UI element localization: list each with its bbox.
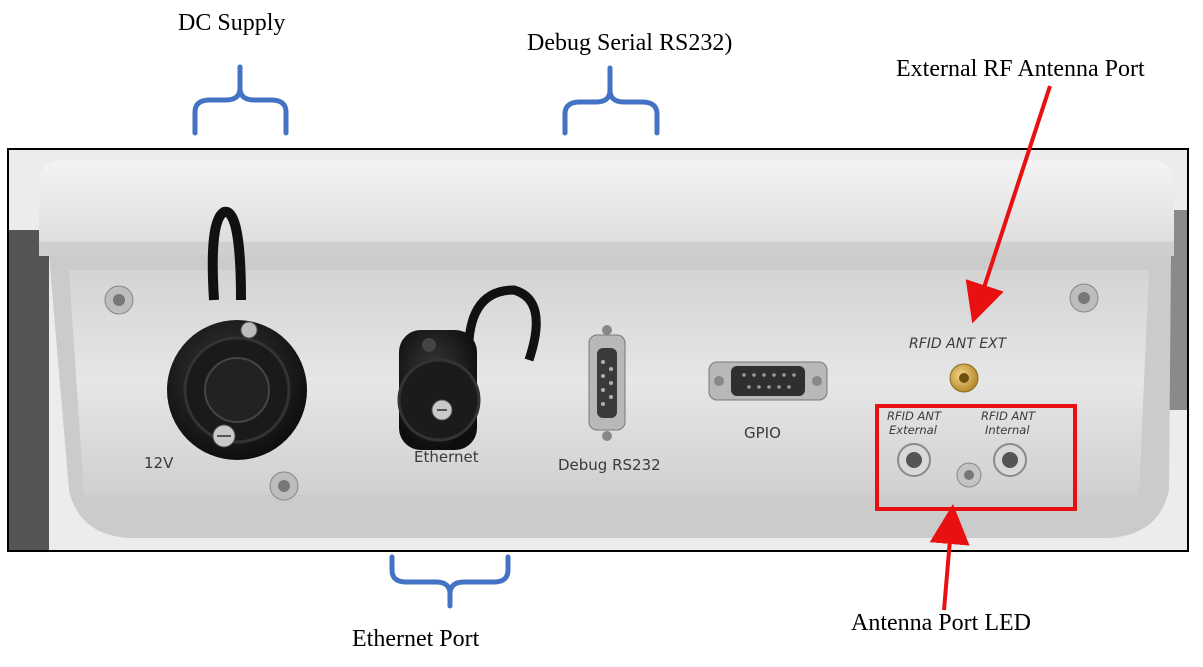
- gpio-connector: [708, 361, 828, 401]
- antenna-led-external: [897, 443, 931, 477]
- ethernet-port-label: Ethernet Port: [352, 626, 480, 652]
- label-ethernet: Ethernet: [414, 448, 479, 466]
- dc-supply-label: DC Supply: [178, 10, 286, 36]
- label-ant-internal-line2: Internal: [985, 423, 1030, 437]
- label-debug-rs232: Debug RS232: [558, 456, 661, 474]
- screw-icon: [104, 283, 1099, 501]
- label-ant-internal-line1: RFID ANT: [981, 409, 1036, 423]
- label-ant-external-line1: RFID ANT: [887, 409, 942, 423]
- debug-serial-label: Debug Serial RS232): [527, 30, 733, 56]
- label-rfid-ant-ext: RFID ANT EXT: [909, 336, 1008, 352]
- db9-serial-connector: [588, 325, 626, 441]
- label-ant-external-line2: External: [889, 423, 938, 437]
- dc-power-connector: [167, 206, 307, 460]
- label-gpio: GPIO: [744, 424, 781, 442]
- antenna-led-internal: [993, 443, 1027, 477]
- sma-antenna-port: [949, 363, 979, 393]
- label-12v: 12V: [144, 454, 174, 472]
- ethernet-connector: [397, 285, 541, 450]
- external-rf-antenna-label: External RF Antenna Port: [896, 56, 1145, 82]
- debug-serial-bracket: [562, 65, 660, 136]
- antenna-port-led-label: Antenna Port LED: [851, 610, 1031, 636]
- ethernet-port-bracket: [389, 554, 511, 609]
- device-photo: 12V Ethernet Debug RS232: [7, 148, 1189, 552]
- device-rear-panel: 12V Ethernet Debug RS232: [9, 150, 1187, 550]
- screw-icon: [956, 462, 982, 488]
- dc-supply-bracket: [192, 64, 289, 136]
- enclosure-lid: [39, 160, 1174, 250]
